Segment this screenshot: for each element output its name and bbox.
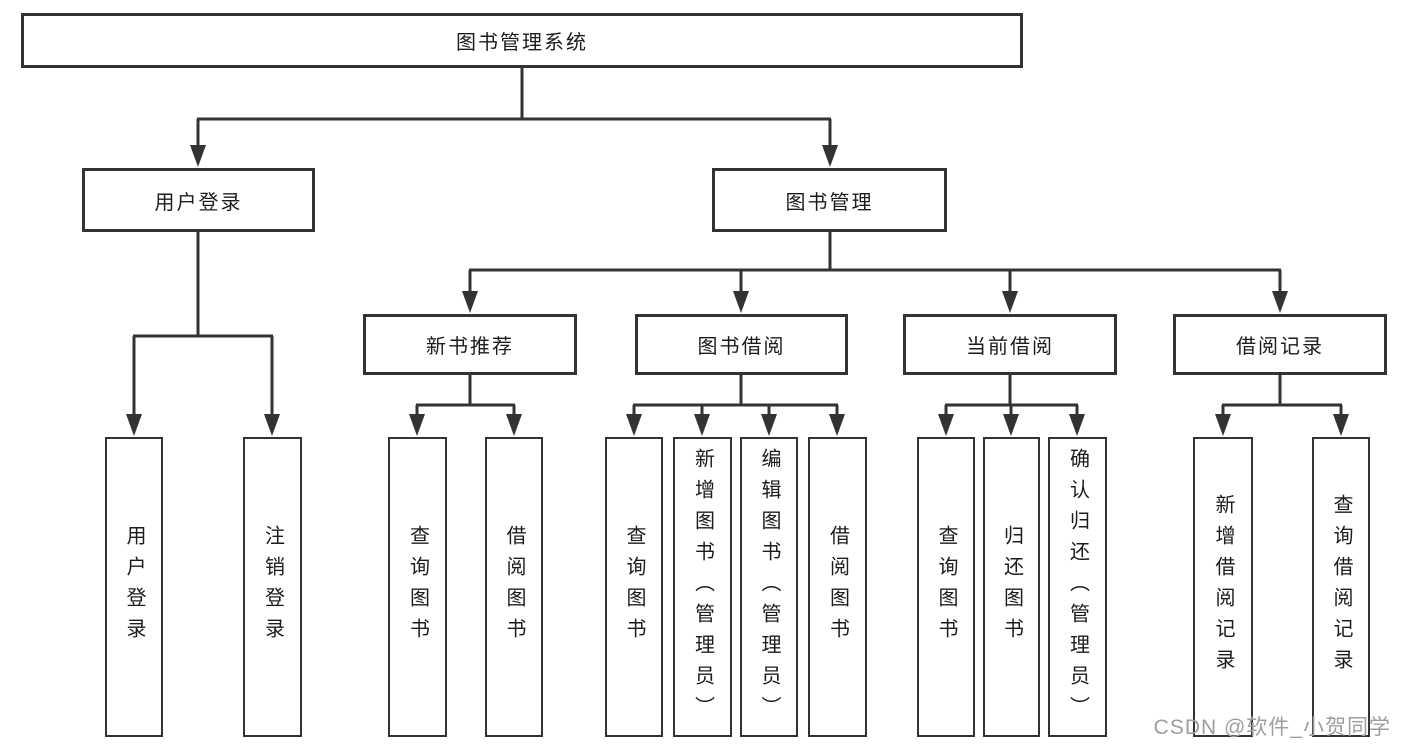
node-label: 借阅记录 [1236, 336, 1324, 358]
leaf-label: 用户登录 [123, 525, 145, 649]
leaf-label: 借阅图书 [826, 525, 849, 649]
node-user-login: 用户登录 [82, 168, 315, 232]
node-label: 当前借阅 [966, 336, 1054, 358]
leaf-label: 新增借阅记录 [1212, 494, 1234, 680]
node-library-system: 图书管理系统 [21, 13, 1023, 68]
leaf-user-login: 用户登录 [105, 437, 163, 737]
node-book-borrow: 图书借阅 [635, 314, 848, 375]
leaf-add-borrow-record: 新增借阅记录 [1193, 437, 1253, 737]
leaf-label: 确认归还（管理员） [1066, 447, 1089, 727]
node-label: 用户登录 [154, 191, 243, 214]
leaf-query-books-recommend: 查询图书 [388, 437, 447, 737]
arrowheads [126, 145, 1349, 436]
node-label: 图书管理 [785, 191, 874, 214]
leaf-borrow-books: 借阅图书 [808, 437, 867, 737]
leaf-label: 查询图书 [623, 525, 645, 649]
node-new-book-recommend: 新书推荐 [363, 314, 577, 375]
node-label: 图书管理系统 [456, 32, 588, 54]
leaf-label: 查询图书 [935, 525, 957, 649]
csdn-watermark: CSDN @软件_小贺同学 [1153, 716, 1391, 739]
leaf-return-book: 归还图书 [983, 437, 1040, 737]
leaf-logout: 注销登录 [243, 437, 302, 737]
node-borrow-records: 借阅记录 [1173, 314, 1387, 375]
leaf-query-books-borrow: 查询图书 [605, 437, 663, 737]
leaf-label: 注销登录 [261, 525, 284, 649]
leaf-query-borrow-record: 查询借阅记录 [1312, 437, 1370, 737]
leaf-label: 查询借阅记录 [1330, 494, 1352, 680]
leaf-label: 新增图书（管理员） [691, 447, 714, 727]
leaf-query-books-current: 查询图书 [917, 437, 975, 737]
leaf-add-book-admin: 新增图书（管理员） [673, 437, 732, 737]
leaf-borrow-books-recommend: 借阅图书 [485, 437, 543, 737]
leaf-confirm-return-admin: 确认归还（管理员） [1048, 437, 1107, 737]
node-label: 新书推荐 [426, 336, 514, 358]
leaf-label: 借阅图书 [503, 525, 525, 649]
node-book-management: 图书管理 [712, 168, 947, 232]
leaf-label: 归还图书 [1000, 525, 1023, 649]
node-label: 图书借阅 [697, 336, 786, 358]
node-current-borrow: 当前借阅 [903, 314, 1117, 375]
leaf-label: 查询图书 [406, 525, 429, 649]
leaf-label: 编辑图书（管理员） [758, 447, 780, 727]
leaf-edit-book-admin: 编辑图书（管理员） [740, 437, 798, 737]
